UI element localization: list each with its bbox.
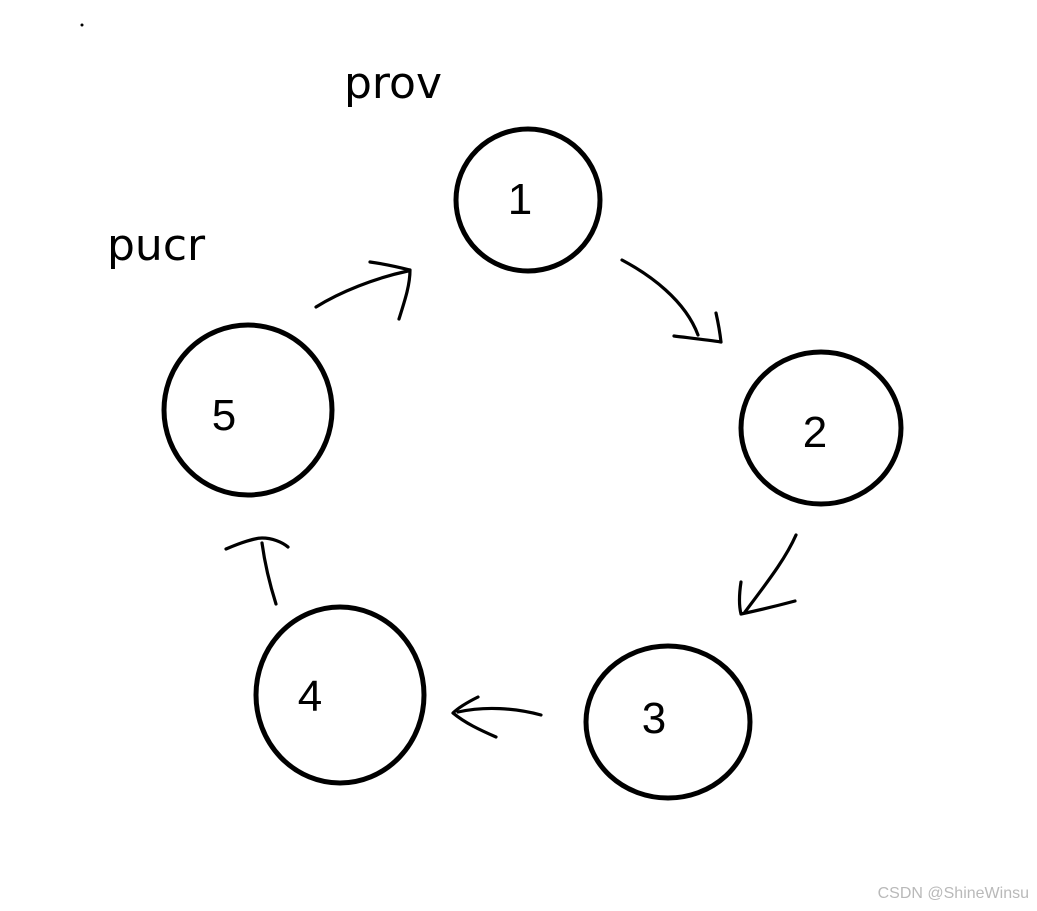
pucr-pointer-label: pucr bbox=[107, 220, 206, 271]
arrow-2-to-3 bbox=[737, 533, 798, 616]
arrow-2-to-3-shaft bbox=[743, 533, 798, 614]
node-5: 5 bbox=[161, 322, 335, 498]
arrow-2-to-3-head bbox=[737, 580, 797, 616]
arrow-3-to-4 bbox=[451, 695, 543, 739]
node-2-label: 2 bbox=[803, 408, 827, 457]
arrow-4-to-5-shaft bbox=[260, 541, 278, 606]
node-1-circle bbox=[453, 126, 603, 274]
node-1-label: 1 bbox=[508, 175, 532, 224]
arrow-3-to-4-shaft bbox=[456, 706, 543, 717]
node-3-circle bbox=[583, 643, 753, 801]
prov-pointer-label: prov bbox=[344, 58, 443, 109]
arrow-1-to-2-head bbox=[672, 311, 723, 344]
arrow-1-to-2-shaft bbox=[620, 258, 700, 337]
arrow-1-to-2 bbox=[620, 258, 723, 344]
stray-dot bbox=[80, 23, 84, 27]
arrow-4-to-5-head bbox=[224, 536, 290, 551]
watermark: CSDN @ShineWinsu bbox=[877, 885, 1029, 902]
node-5-circle bbox=[161, 322, 335, 498]
node-5-label: 5 bbox=[212, 391, 236, 440]
node-3-label: 3 bbox=[642, 694, 666, 743]
arrow-5-to-1 bbox=[314, 260, 412, 321]
node-4-label: 4 bbox=[298, 672, 322, 721]
node-4-circle bbox=[253, 604, 427, 786]
node-2: 2 bbox=[738, 349, 904, 507]
arrow-5-to-1-shaft bbox=[314, 269, 410, 309]
node-2-circle bbox=[738, 349, 904, 507]
node-3: 3 bbox=[583, 643, 753, 801]
arrow-3-to-4-head bbox=[451, 695, 498, 739]
node-1: 1 bbox=[453, 126, 603, 274]
node-4: 4 bbox=[253, 604, 427, 786]
arrow-4-to-5 bbox=[224, 536, 290, 606]
arrow-5-to-1-head bbox=[368, 260, 412, 321]
